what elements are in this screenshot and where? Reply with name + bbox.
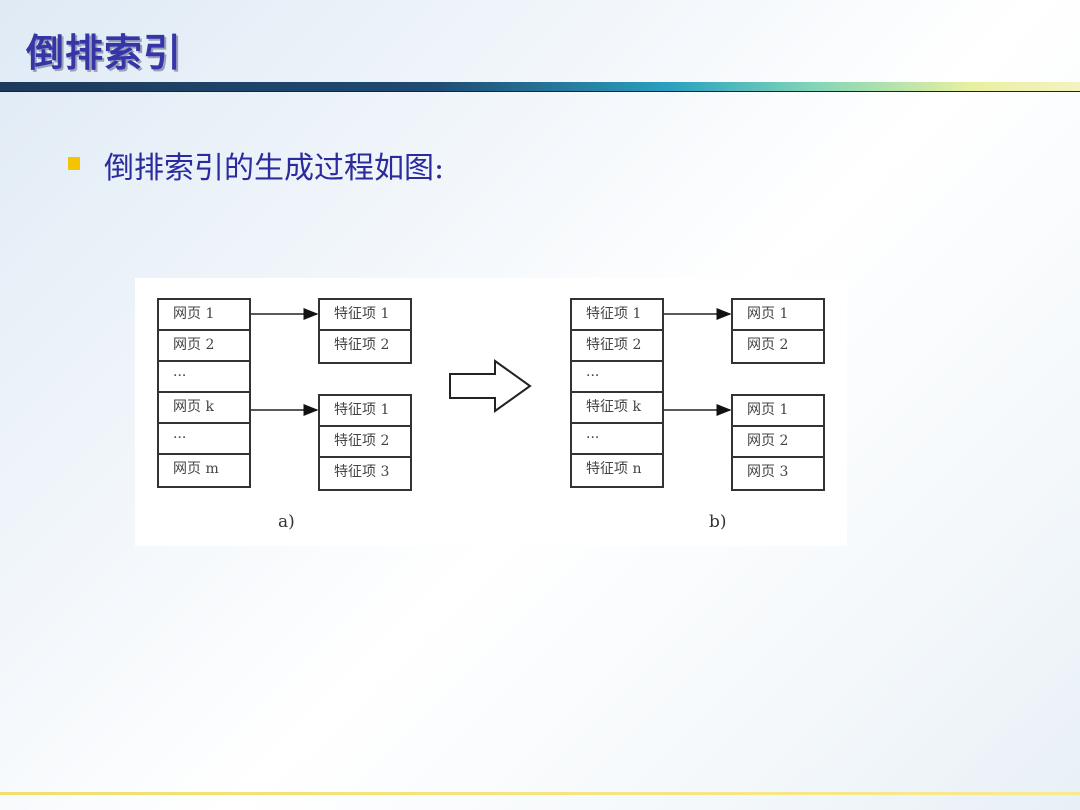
bullet-text: 倒排索引的生成过程如图:: [104, 151, 445, 186]
table-cell: 特征项 2: [572, 331, 662, 362]
transform-arrow-icon: [449, 359, 532, 413]
slide-title: 倒排索引: [26, 31, 183, 75]
table-b-list1: 网页 1 网页 2: [731, 298, 825, 364]
table-cell: 网页 3: [747, 464, 789, 480]
table-cell: 特征项 1: [320, 300, 410, 331]
table-cell: 特征项 3: [334, 464, 390, 480]
table-a-list1: 特征项 1 特征项 2: [318, 298, 412, 364]
table-cell: 特征项 1: [572, 300, 662, 331]
table-cell: ···: [572, 362, 662, 393]
table-cell: 特征项 k: [572, 393, 662, 424]
table-cell: 特征项 2: [334, 337, 390, 353]
table-cell: 网页 1: [159, 300, 249, 331]
table-cell: 网页 2: [733, 427, 823, 458]
table-cell: ···: [159, 362, 249, 393]
caption-b: b): [709, 512, 727, 532]
table-cell: ···: [572, 424, 662, 455]
table-cell: 网页 k: [159, 393, 249, 424]
diagram-connectors: [250, 308, 732, 416]
bullet-icon: [68, 157, 80, 170]
table-cell: ···: [159, 424, 249, 455]
table-cell: 特征项 1: [320, 396, 410, 427]
table-cell: 特征项 n: [586, 461, 642, 477]
title-divider-band: [0, 82, 1080, 92]
table-cell: 网页 2: [747, 337, 789, 353]
table-cell: 网页 1: [733, 300, 823, 331]
table-cell: 网页 2: [159, 331, 249, 362]
caption-a: a): [278, 512, 295, 532]
table-cell: 网页 1: [733, 396, 823, 427]
table-cell: 网页 m: [173, 461, 219, 477]
table-cell: 特征项 2: [320, 427, 410, 458]
bottom-line: [0, 792, 1080, 795]
